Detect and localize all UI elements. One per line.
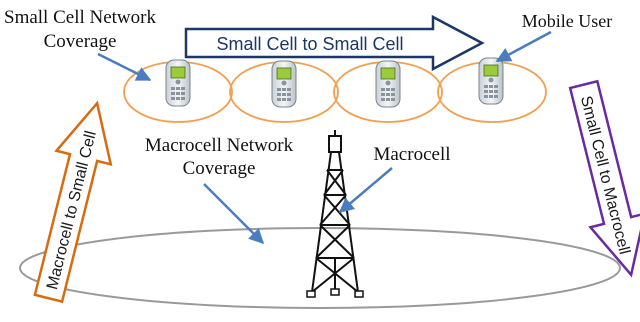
- small-cell-coverage-label-line1: Small Cell Network: [4, 7, 156, 28]
- arrow-small-to-small-label: Small Cell to Small Cell: [216, 34, 403, 54]
- arrow-small-to-small: Small Cell to Small Cell: [184, 14, 485, 72]
- small-cell-coverage-label-line2: Coverage: [44, 31, 117, 52]
- mobile-user-label: Mobile User: [522, 11, 612, 31]
- macrocell-coverage-label-line2: Coverage: [183, 158, 256, 179]
- pointer-arrows: [97, 30, 552, 245]
- pointer-macrocell: [338, 167, 393, 213]
- arrow-macro-to-small: Macrocell to Small Cell: [33, 100, 113, 304]
- mobile-phone-3: [375, 60, 401, 108]
- pointer-mobile-user: [495, 30, 552, 63]
- arrow-small-to-macro: Small Cell to Macrocell: [568, 79, 640, 278]
- mobile-phone-1: [165, 59, 191, 107]
- pointer-macrocell-coverage: [203, 183, 265, 245]
- mobile-phone-4: [478, 57, 504, 105]
- macrocell-tower-icon: [306, 130, 364, 298]
- mobile-phone-2: [271, 60, 297, 108]
- macrocell-label: Macrocell: [373, 144, 450, 165]
- macrocell-coverage-label-line1: Macrocell Network: [145, 135, 294, 156]
- pointer-small-cell: [97, 52, 152, 82]
